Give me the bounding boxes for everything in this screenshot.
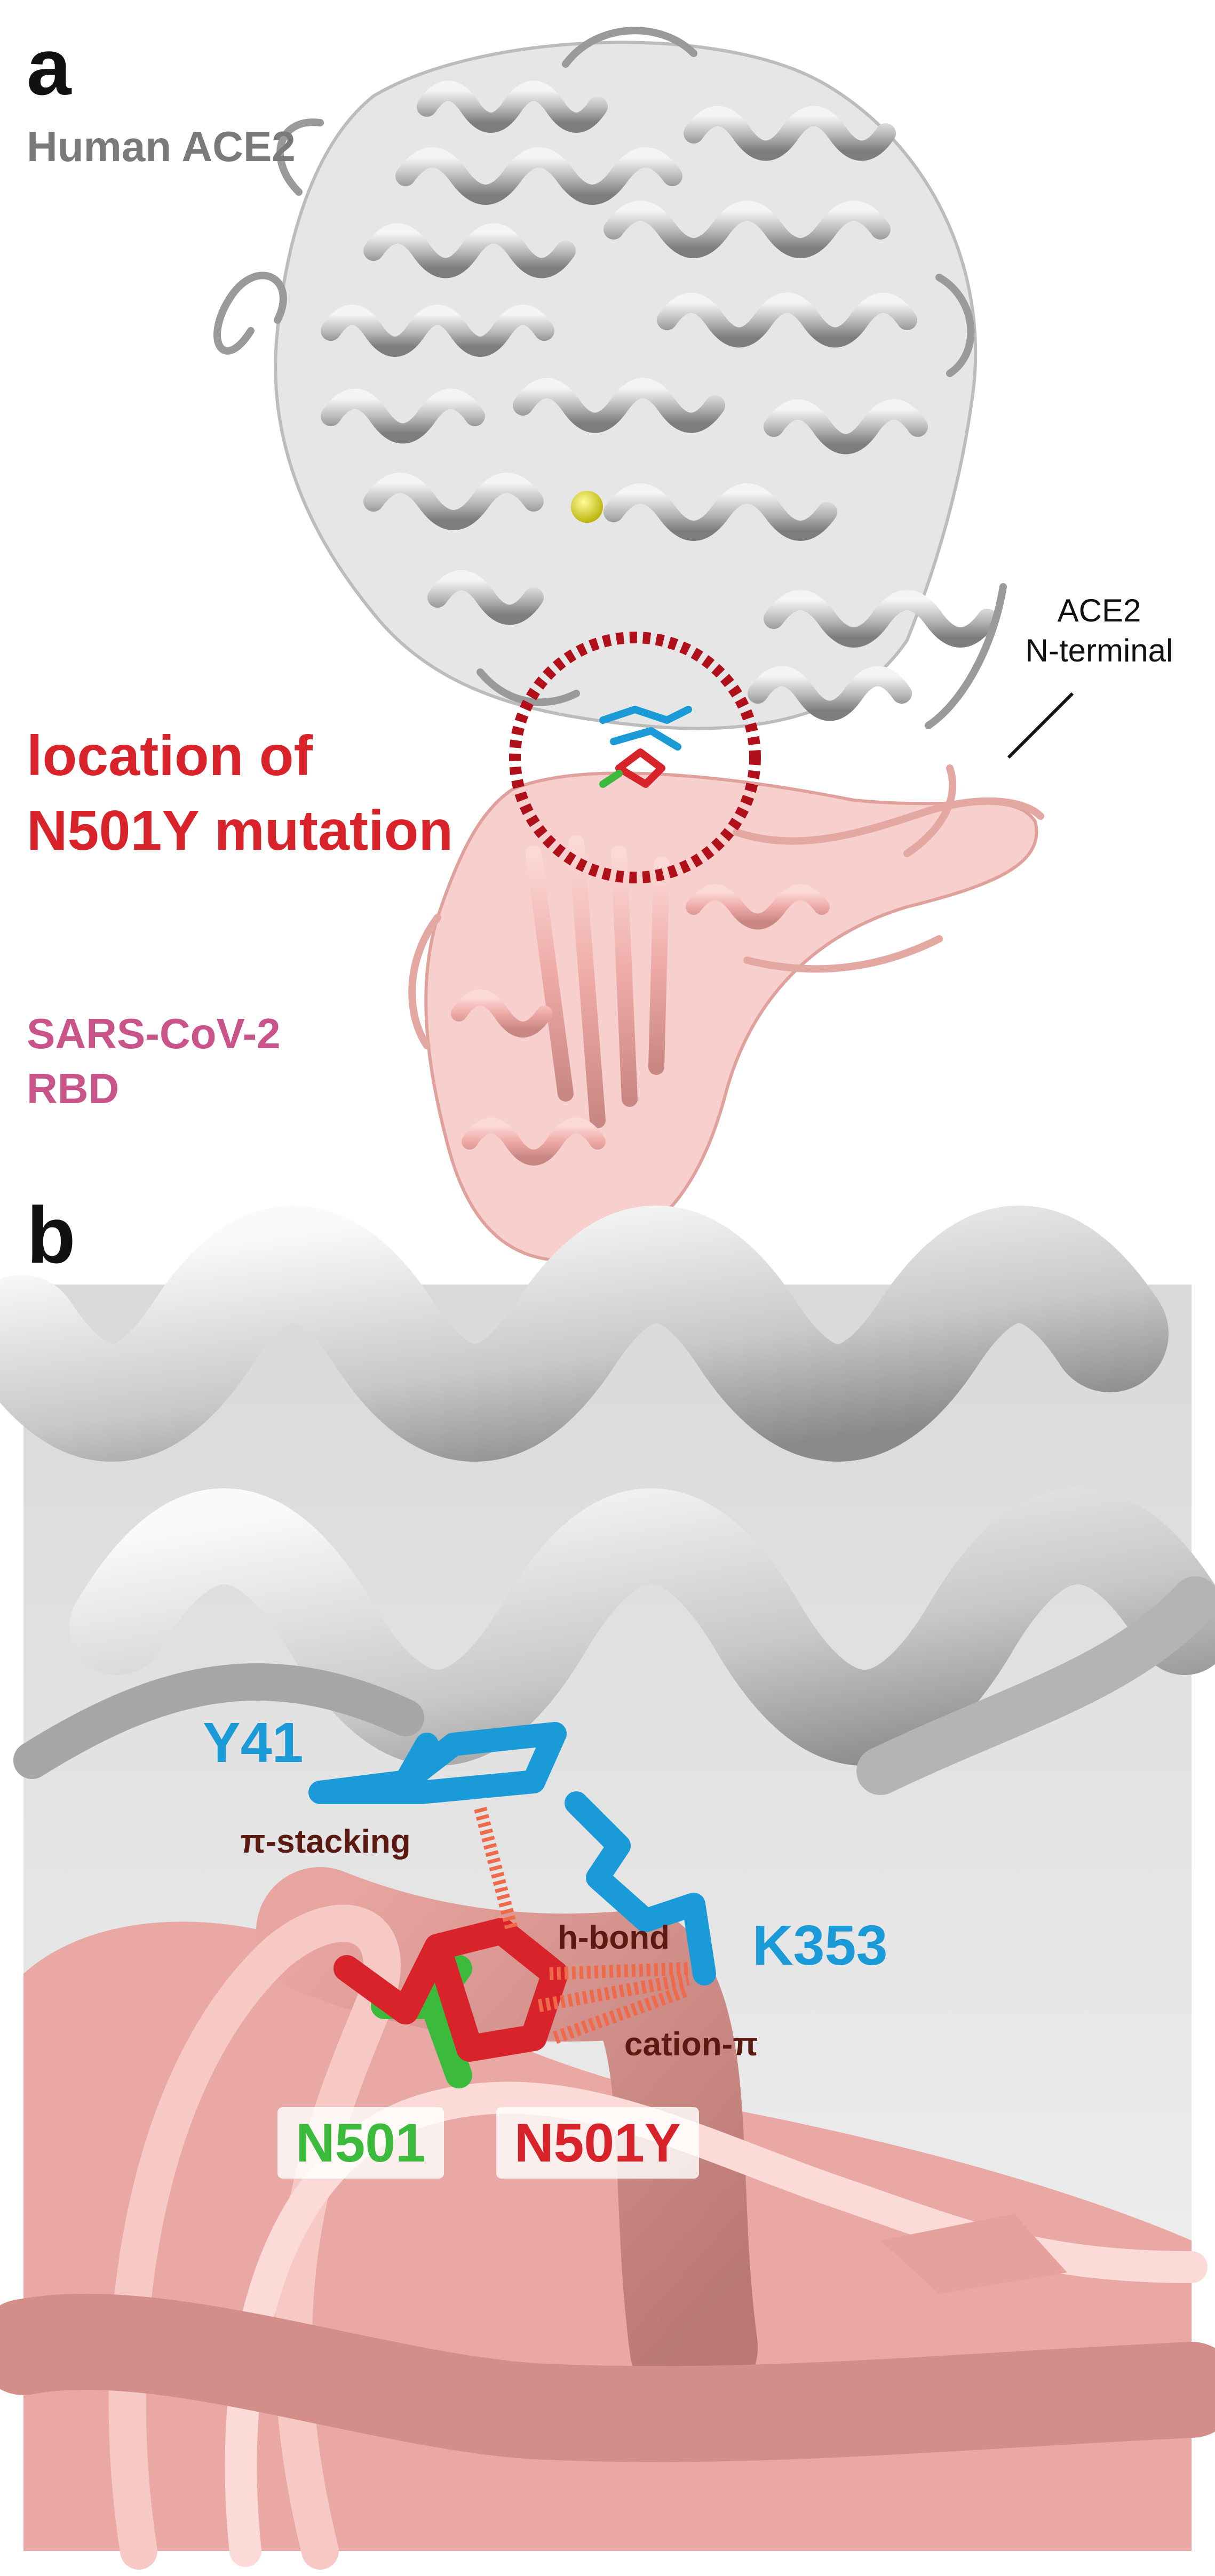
n501y-label: N501Y [496, 2107, 699, 2179]
mutation-label-line2: N501Y mutation [27, 799, 454, 862]
pi-stacking-label: π-stacking [240, 1823, 411, 1860]
rbd-label-line1: SARS-CoV-2 [27, 1010, 281, 1057]
ace2-structure [213, 27, 1007, 730]
nterm-label-line1: ACE2 [1057, 593, 1141, 628]
cation-pi-label: cation-π [624, 2026, 758, 2063]
y41-stick [308, 1722, 567, 1804]
k353-stick [565, 1791, 716, 1985]
nterm-label-line2: N-terminal [1025, 633, 1173, 668]
rbd-label-line2: RBD [27, 1065, 120, 1112]
mutation-location-circle [509, 632, 761, 883]
panel-a-letter: a [27, 22, 72, 111]
h-bond-label: h-bond [558, 1919, 670, 1956]
panel-b [0, 1206, 1215, 2570]
ace2-helices-closeup [0, 1206, 1215, 1795]
ace2-label: Human ACE2 [27, 123, 296, 170]
panel-a [213, 27, 1074, 1263]
zinc-ion-sphere [571, 491, 603, 523]
interaction-lines [474, 1806, 691, 2044]
n501-label: N501 [277, 2107, 444, 2179]
k353-label: K353 [752, 1914, 888, 1977]
nterm-pointer-line [1007, 692, 1074, 759]
n501y-stick [333, 1918, 568, 2062]
rbd-structure [408, 764, 1044, 1263]
mutation-label-line1: location of [27, 724, 313, 787]
y41-label: Y41 [203, 1711, 304, 1774]
binding-site-sticks [599, 706, 692, 788]
panel-b-letter: b [27, 1190, 76, 1280]
